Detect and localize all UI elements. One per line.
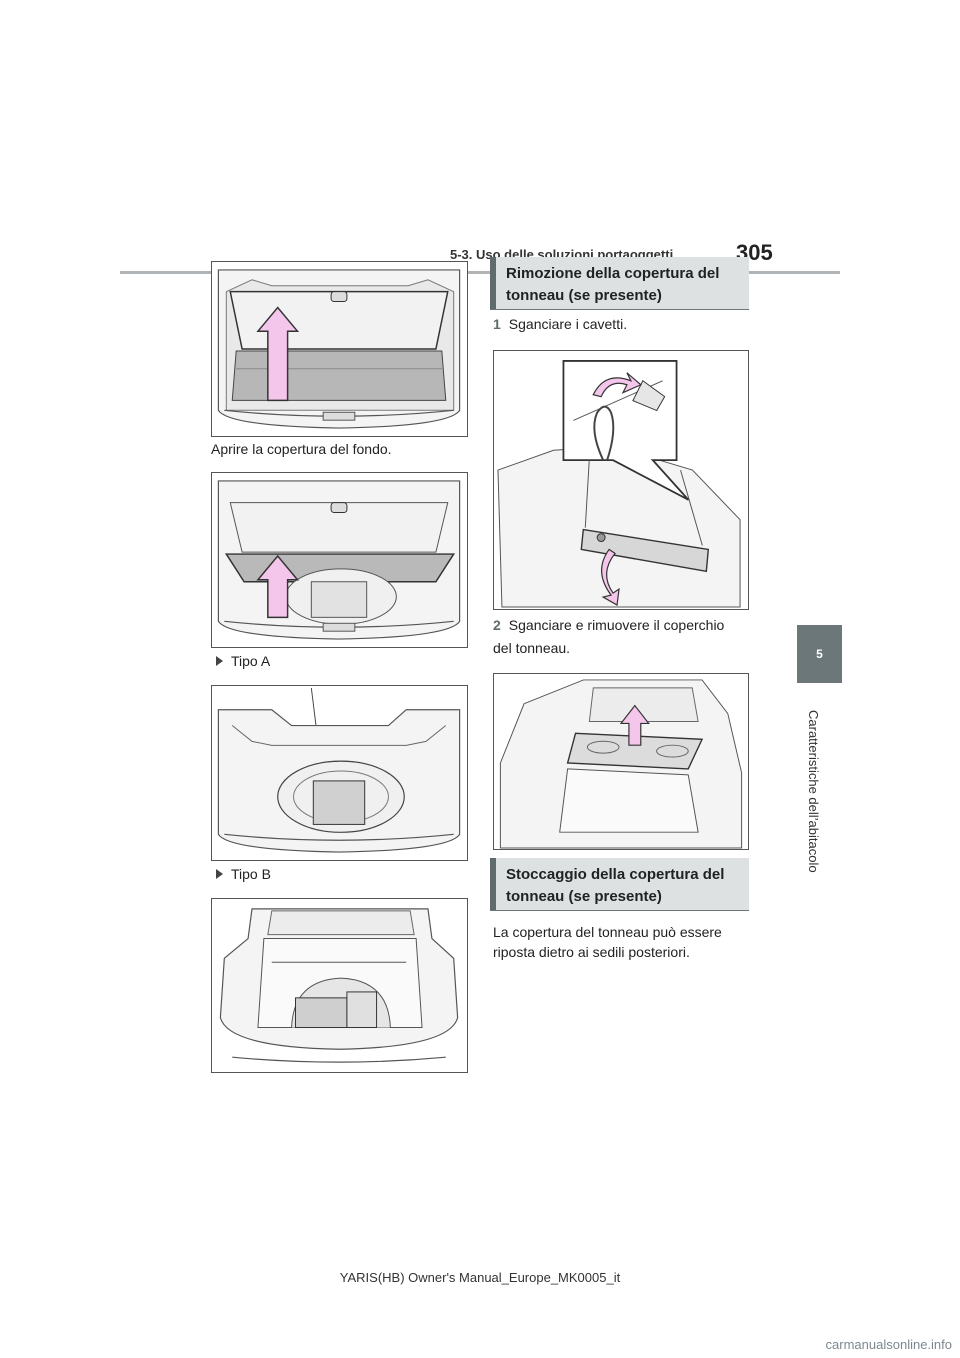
storage-paragraph: La copertura del tonneau può essere ripo… (493, 924, 722, 960)
trunk-illustration-type-b (219, 908, 459, 1063)
header-divider (120, 271, 840, 274)
manual-footer: YARIS(HB) Owner's Manual_Europe_MK0005_i… (339, 1270, 621, 1285)
step-text: Sganciare i cavetti. (508, 316, 628, 332)
watermark: carmanualsonline.info (825, 1337, 952, 1352)
tonneau-cable-illustration (497, 360, 741, 608)
type-a-label: Tipo A (216, 653, 270, 669)
chapter-label: Caratteristiche dell’abitacolo (806, 710, 821, 873)
chapter-tab: 5 (797, 625, 842, 683)
type-a-text: Tipo A (231, 653, 271, 669)
step-number: 2 (493, 617, 501, 633)
bullet-triangle-icon (216, 656, 223, 666)
figure-remove-tonneau (493, 673, 749, 850)
section-heading-divider (490, 910, 749, 911)
type-b-label: Tipo B (216, 866, 271, 882)
section-heading-removal: Rimozione della copertura del tonneau (s… (490, 257, 749, 309)
tonneau-removal-illustration (499, 679, 743, 849)
step-text: Sganciare e rimuovere il coperchio del t… (493, 617, 725, 656)
section-heading-storage: Stoccaggio della copertura del tonneau (… (490, 858, 749, 910)
trunk-illustration-type-a (217, 687, 461, 853)
trunk-illustration-raised (217, 480, 461, 640)
step-number: 1 (493, 316, 501, 332)
bullet-triangle-icon (216, 869, 223, 879)
figure-type-b (211, 898, 468, 1073)
type-b-text: Tipo B (231, 866, 271, 882)
caption-open-deck-board: Aprire la copertura del fondo. (211, 441, 392, 457)
figure-unhook-cables (493, 350, 749, 610)
section-heading-divider (490, 309, 749, 310)
figure-deck-board-raised (211, 472, 468, 648)
figure-type-a (211, 685, 468, 861)
figure-open-deck-board (211, 261, 468, 437)
step-1: 1 Sganciare i cavetti. (493, 313, 753, 336)
trunk-illustration-open (217, 269, 461, 429)
